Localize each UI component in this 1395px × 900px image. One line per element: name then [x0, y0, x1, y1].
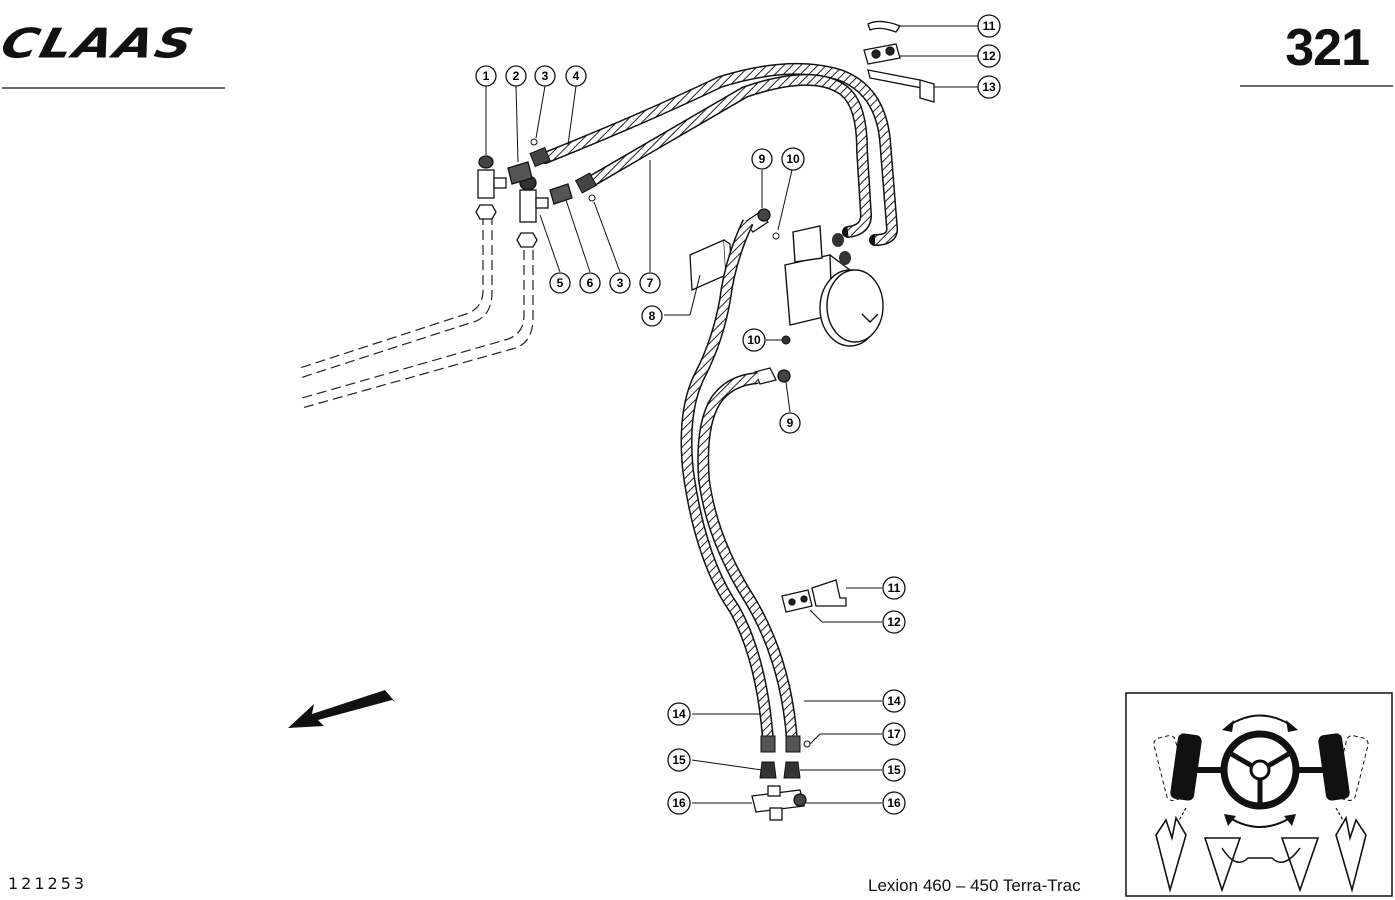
clamp-12b [781, 589, 813, 613]
elbow-fitting-9a [744, 208, 771, 233]
mount-plate-13 [867, 69, 935, 103]
callout-12a: 12 [977, 44, 1001, 68]
callout-5: 5 [549, 272, 571, 294]
tee-fitting-5 [519, 175, 549, 223]
model-designation: Lexion 460 – 450 Terra-Trac [868, 876, 1081, 895]
callout-1: 1 [475, 65, 497, 87]
page-number: 321 [1285, 19, 1370, 77]
seal-10a [772, 232, 780, 240]
callout-15b: 15 [882, 758, 906, 782]
callout-7: 7 [639, 272, 661, 294]
hose-end-7 [574, 172, 598, 194]
callout-17: 17 [882, 722, 906, 746]
svg-text:11: 11 [888, 581, 901, 595]
clamp-plate-11b [811, 579, 847, 607]
svg-text:9: 9 [759, 152, 766, 166]
callout-10a: 10 [781, 147, 805, 171]
hose-end-14b [785, 735, 801, 753]
dashed-pipe-lower [301, 250, 534, 409]
svg-text:3: 3 [617, 276, 624, 290]
o-ring-3a [530, 138, 538, 146]
document-number: 121253 [8, 874, 88, 893]
callout-10b: 10 [742, 328, 766, 352]
adapter-15a [759, 761, 777, 779]
tee-fitting-16 [751, 785, 807, 821]
svg-text:4: 4 [573, 69, 580, 83]
svg-text:2: 2 [513, 69, 520, 83]
svg-text:8: 8 [649, 309, 656, 323]
hose-end-4 [529, 146, 551, 168]
svg-text:16: 16 [672, 796, 686, 810]
svg-text:12: 12 [982, 49, 996, 63]
callout-3b: 3 [609, 272, 631, 294]
hose-end-14a [760, 735, 776, 753]
callout-12b: 12 [882, 610, 906, 634]
callout-9a: 9 [751, 148, 773, 170]
valve-port-lower [839, 251, 851, 265]
svg-text:3: 3 [542, 69, 549, 83]
svg-text:12: 12 [887, 615, 901, 629]
direction-arrow [288, 690, 395, 728]
svg-text:14: 14 [672, 707, 686, 721]
o-ring-17 [803, 740, 811, 748]
callout-16b: 16 [882, 791, 906, 815]
svg-text:13: 13 [982, 80, 996, 94]
clamp-half-11a [867, 20, 901, 33]
callout-11b: 11 [882, 576, 906, 600]
svg-text:9: 9 [787, 416, 794, 430]
callout-4: 4 [565, 65, 587, 87]
svg-text:7: 7 [647, 276, 654, 290]
adapter-15b [783, 761, 801, 779]
svg-text:10: 10 [747, 333, 761, 347]
callout-14b: 14 [882, 689, 906, 713]
callout-8: 8 [641, 305, 663, 327]
dashed-pipe-upper [299, 215, 493, 379]
hose-14b [697, 372, 798, 741]
svg-text:17: 17 [887, 727, 901, 741]
svg-text:15: 15 [887, 763, 901, 777]
callout-16a: 16 [667, 791, 691, 815]
svg-text:15: 15 [672, 753, 686, 767]
callout-15a: 15 [667, 748, 691, 772]
adapter-2 [507, 161, 533, 185]
svg-text:16: 16 [887, 796, 901, 810]
callout-9b: 9 [779, 412, 801, 434]
svg-text:5: 5 [557, 276, 564, 290]
callout-6: 6 [579, 272, 601, 294]
callout-13: 13 [977, 75, 1001, 99]
steering-pictogram [1125, 692, 1393, 897]
adapter-6 [549, 183, 573, 205]
nut-1 [475, 204, 497, 220]
leader-lines [485, 25, 978, 804]
svg-text:6: 6 [587, 276, 594, 290]
callout-3a: 3 [534, 65, 556, 87]
callout-11a: 11 [977, 14, 1001, 38]
callout-14a: 14 [667, 702, 691, 726]
clamp-12a [863, 43, 901, 65]
elbow-fitting-9b [754, 367, 791, 385]
nut-5 [516, 232, 538, 248]
seal-10b [781, 335, 791, 345]
svg-text:11: 11 [983, 19, 996, 33]
callout-2: 2 [505, 65, 527, 87]
tee-fitting-1 [477, 155, 507, 199]
svg-text:1: 1 [483, 69, 490, 83]
o-ring-3b [588, 194, 596, 202]
svg-text:14: 14 [887, 694, 901, 708]
orbitrol-valve [784, 225, 884, 347]
svg-text:10: 10 [786, 152, 800, 166]
valve-port-upper [832, 233, 844, 247]
